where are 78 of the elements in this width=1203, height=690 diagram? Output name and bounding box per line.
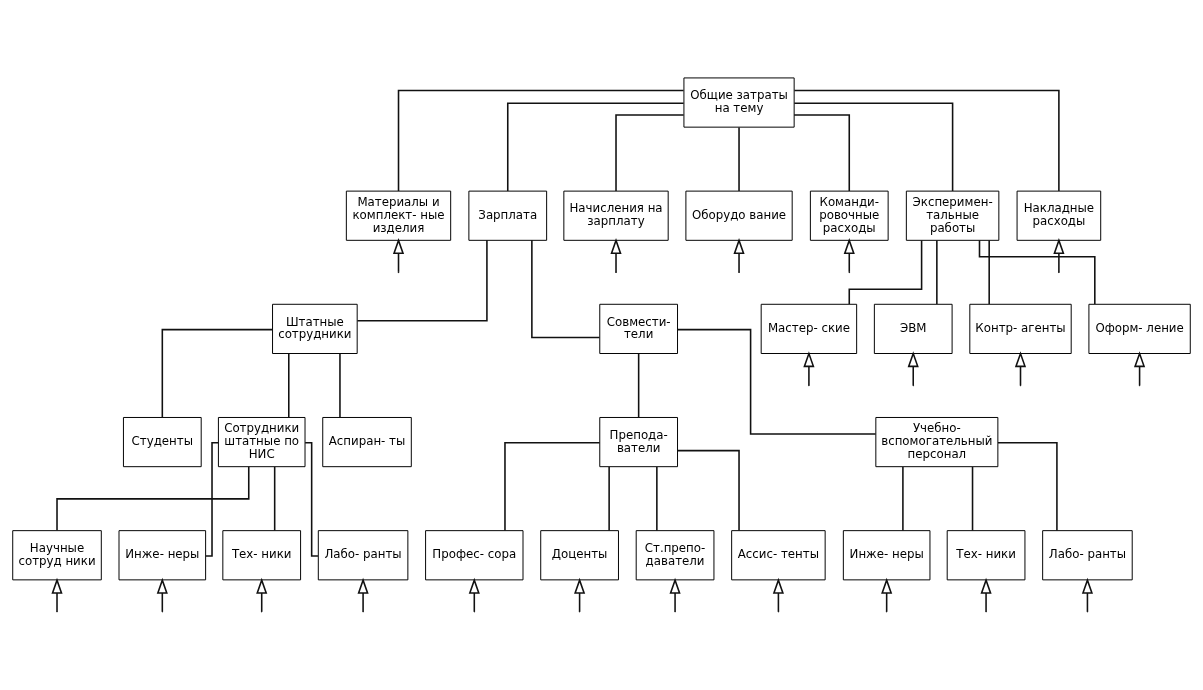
connector: [793, 89, 1060, 192]
connector: [615, 114, 685, 192]
node-box: Студенты: [122, 417, 202, 468]
connector: [738, 126, 740, 192]
node-box: Сотрудники штатные по НИС: [217, 417, 306, 468]
node-box: Тех- ники: [946, 530, 1026, 581]
connector: [637, 352, 640, 419]
arrow: [843, 238, 855, 273]
arrow: [574, 577, 586, 613]
connector: [531, 239, 601, 339]
arrow: [1014, 351, 1027, 386]
node-box: Лабо- ранты: [1042, 530, 1133, 581]
arrow: [357, 577, 369, 613]
node-box: Научные сотруд ники: [12, 530, 102, 581]
connector: [971, 466, 974, 532]
node-box: Мастер- ские: [760, 303, 858, 354]
node-box: Учебно- вспомогательный персонал: [875, 417, 999, 468]
connector: [608, 466, 610, 532]
arrow: [1081, 577, 1093, 613]
arrow: [669, 577, 681, 613]
arrow: [156, 577, 168, 613]
node-box: Материалы и комплект- ные изделия: [345, 190, 452, 241]
connector: [504, 442, 601, 532]
arrow: [256, 577, 268, 613]
node-box: Тех- ники: [222, 530, 302, 581]
node-box: Накладные расходы: [1016, 190, 1102, 241]
arrow: [51, 577, 63, 613]
connector: [676, 449, 740, 532]
arrow: [1053, 238, 1065, 273]
arrow: [392, 238, 405, 273]
arrow: [907, 351, 919, 386]
connector: [902, 466, 904, 532]
connector: [56, 466, 250, 532]
node-box: Инже- неры: [118, 530, 207, 581]
arrow: [1134, 351, 1146, 386]
connector: [936, 239, 938, 305]
connector: [304, 442, 319, 557]
connector: [273, 466, 276, 532]
arrow: [610, 238, 622, 273]
node-box: Общие затраты на тему: [683, 77, 795, 128]
connector: [288, 352, 290, 419]
node-box: Оборудо вание: [685, 190, 793, 241]
node-box: Инже- неры: [842, 530, 931, 581]
connector: [997, 442, 1058, 532]
node-box: Препода- ватели: [599, 417, 678, 468]
node-box: Доценты: [540, 530, 619, 581]
node-box: Лабо- ранты: [317, 530, 409, 581]
connector: [978, 239, 1096, 305]
connector: [205, 442, 219, 557]
arrow: [803, 351, 815, 386]
connector: [793, 114, 851, 192]
arrow: [772, 577, 784, 613]
node-box: Профес- сора: [425, 530, 524, 581]
node-box: ЭВМ: [873, 303, 953, 354]
connector: [677, 328, 877, 435]
node-box: Команди- ровочные расходы: [809, 190, 889, 241]
node-box: Оформ- ление: [1088, 303, 1191, 354]
arrow: [881, 577, 893, 613]
node-box: Контр- агенты: [969, 303, 1072, 354]
connector: [161, 328, 274, 419]
connector: [506, 102, 685, 192]
connector: [339, 352, 341, 419]
node-box: Начисления на зарплату: [563, 190, 669, 241]
node-box: Штатные сотрудники: [272, 303, 358, 354]
connector: [397, 89, 685, 192]
node-box: Ассис- тенты: [731, 530, 826, 581]
arrow: [468, 577, 480, 613]
arrow: [980, 577, 992, 613]
arrow: [733, 238, 745, 273]
node-box: Зарплата: [468, 190, 548, 241]
connector: [356, 239, 488, 322]
connector: [793, 102, 954, 192]
node-box: Аспиран- ты: [322, 417, 412, 468]
connector: [988, 239, 990, 305]
node-box: Ст.препо- даватели: [635, 530, 715, 581]
node-box: Эксперимен- тальные работы: [905, 190, 1000, 241]
connector: [656, 466, 658, 532]
node-box: Совмести- тели: [599, 303, 678, 354]
